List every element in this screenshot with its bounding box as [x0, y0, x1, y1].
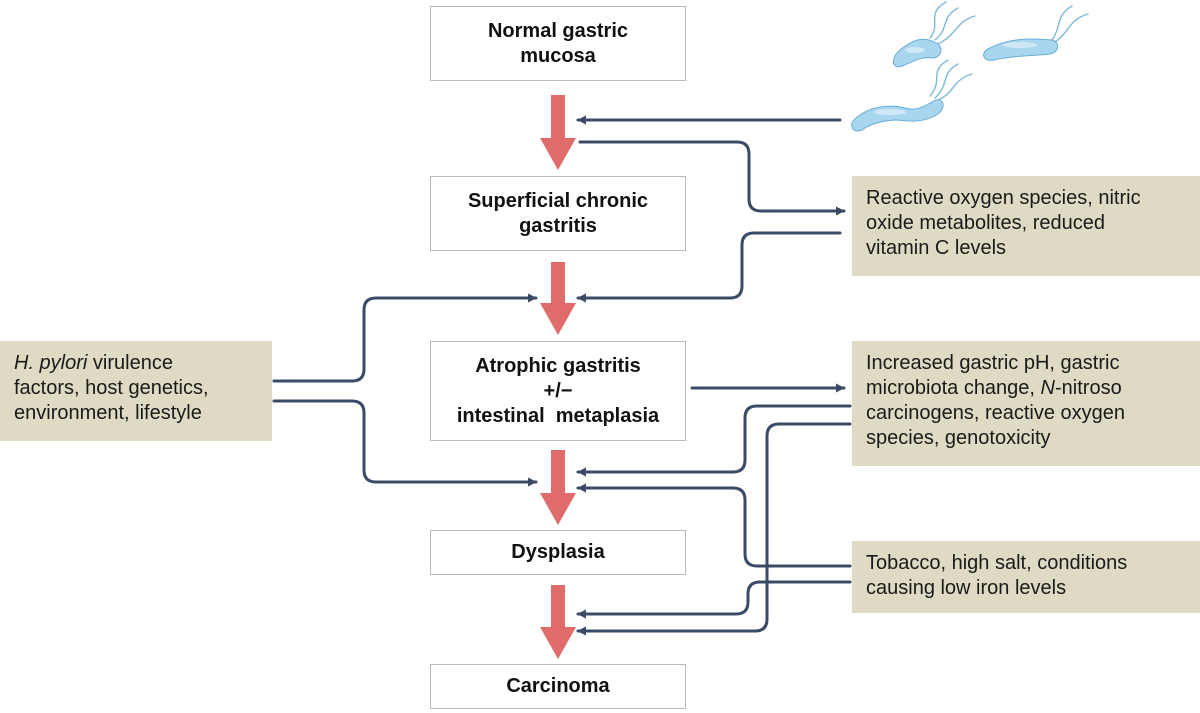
factor-ph-line-2-post: -nitroso [1055, 377, 1122, 399]
stage-superficial-chronic-gastritis: Superficial chronic gastritis [430, 176, 686, 251]
factor-ros-line-1: Reactive oxygen species, nitric [866, 187, 1141, 209]
connector-tobacco-to-arrow4 [576, 580, 852, 619]
connector-arrow1-to-ros [578, 140, 846, 216]
stage-atrophic-line-1: Atrophic gastritis [475, 354, 641, 377]
factor-increased-gastric-ph: Increased gastric pH, gastric microbiota… [852, 341, 1200, 466]
factor-hpylori-line-2: factors, host genetics, [14, 377, 209, 399]
factor-ph-line-2: microbiota change, N-nitroso [866, 376, 1186, 401]
connector-ph-to-arrow4 [576, 422, 852, 636]
factor-ph-line-3: carcinogens, reactive oxygen [866, 402, 1126, 424]
progression-arrows [540, 95, 576, 659]
factor-ros-line-3: vitamin C levels [866, 237, 1007, 259]
h-pylori-bacteria-icon [851, 1, 1089, 132]
stage-dysplasia: Dysplasia [430, 530, 686, 575]
stage-atrophic-line-2: +/− [543, 379, 573, 402]
factor-hpylori-line-1-italic: H. pylori [14, 352, 88, 374]
connector-ros-to-arrow2 [576, 231, 842, 303]
stage-atrophic-gastritis: Atrophic gastritis +/− intestinal metapl… [430, 341, 686, 441]
factor-hpylori-line-1: H. pylori virulence [14, 351, 258, 376]
factor-tobacco-high-salt: Tobacco, high salt, conditions causing l… [852, 541, 1200, 613]
connector-lines [272, 115, 852, 636]
connector-hpylori-to-arrow3 [272, 399, 538, 487]
factor-reactive-oxygen-species: Reactive oxygen species, nitric oxide me… [852, 176, 1200, 276]
factor-ros-line-2: oxide metabolites, reduced [866, 212, 1106, 234]
progression-arrow-1 [540, 95, 576, 170]
factor-hpylori-line-1-post: virulence [87, 352, 173, 374]
factor-ph-line-2-italic: N [1040, 377, 1055, 399]
stage-carcinoma: Carcinoma [430, 664, 686, 709]
stage-superficial-line-2: gastritis [519, 214, 597, 237]
progression-arrow-4 [540, 585, 576, 659]
stage-dysplasia-label: Dysplasia [511, 541, 605, 563]
factor-tobacco-line-1: Tobacco, high salt, conditions [866, 552, 1128, 574]
stage-atrophic-line-3: intestinal metaplasia [456, 404, 660, 427]
stage-superficial-line-1: Superficial chronic [467, 189, 649, 212]
stage-normal-gastric-mucosa: Normal gastric mucosa [430, 6, 686, 81]
factor-ph-line-1: Increased gastric pH, gastric [866, 352, 1120, 374]
factor-ph-line-4: species, genotoxicity [866, 427, 1051, 449]
connector-hpylori-to-arrow2 [272, 293, 538, 383]
progression-arrow-2 [540, 262, 576, 335]
factor-ph-line-2-pre: microbiota change, [866, 377, 1041, 399]
connector-tobacco-to-arrow3 [576, 483, 852, 568]
progression-arrow-3 [540, 450, 576, 525]
factor-tobacco-line-2: causing low iron levels [866, 577, 1067, 599]
factor-hpylori-line-3: environment, lifestyle [14, 402, 202, 424]
connector-ph-to-arrow3a [576, 404, 852, 477]
stage-carcinoma-label: Carcinoma [506, 675, 610, 697]
stage-normal-line-2: mucosa [520, 44, 596, 67]
factor-h-pylori-virulence: H. pylori virulence factors, host geneti… [0, 341, 272, 441]
stage-normal-line-1: Normal gastric [487, 19, 629, 42]
